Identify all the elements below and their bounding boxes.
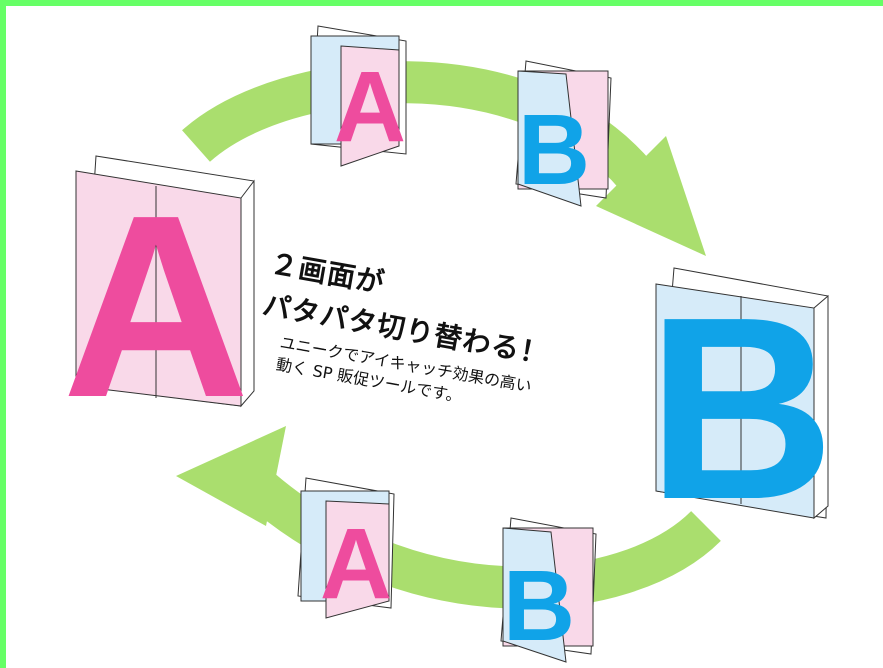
diagram-canvas: A B A B A <box>62 25 835 663</box>
flip-a-bottom-letter: A <box>320 508 392 620</box>
cycle-arrow-top <box>182 61 706 256</box>
flip-panel-b-bottom: B <box>500 517 597 663</box>
flip-a-top-letter: A <box>334 51 406 163</box>
panel-b-letter: B <box>647 264 835 554</box>
panel-a-letter: A <box>62 162 250 452</box>
panel-b-large: B <box>647 264 835 554</box>
flip-b-top-letter: B <box>518 94 590 206</box>
panel-a-large: A <box>62 155 255 452</box>
flip-panel-a-top: A <box>310 25 407 167</box>
flip-b-bottom-letter: B <box>503 550 575 662</box>
flip-panel-a-bottom: A <box>297 477 395 620</box>
flip-panel-b-top: B <box>515 60 612 207</box>
cycle-arrow-bottom <box>176 426 721 609</box>
